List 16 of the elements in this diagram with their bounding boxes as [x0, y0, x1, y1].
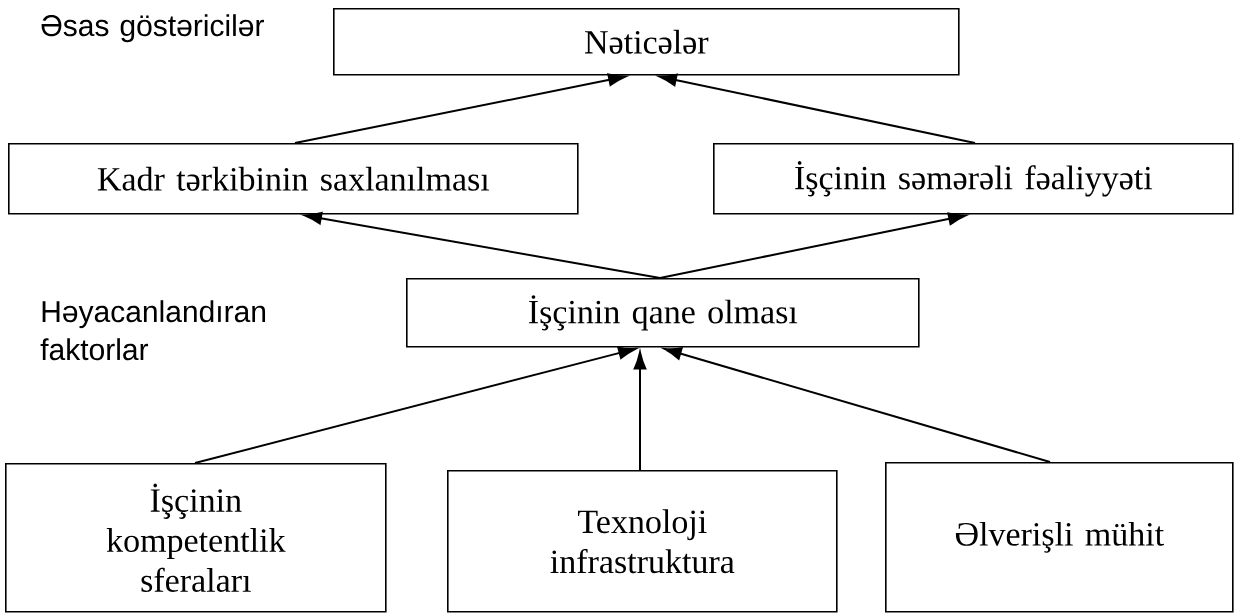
- arrow: [633, 351, 647, 471]
- level-label: Əsas göstəricilər: [41, 14, 264, 43]
- process-box: İşçinin səmərəli fəaliyyəti: [713, 143, 1234, 215]
- process-box: Kadr tərkibinin saxlanılması: [8, 143, 579, 215]
- arrow: [658, 73, 976, 144]
- arrow: [303, 211, 661, 279]
- arrow: [659, 212, 967, 279]
- level-label: Həyacanlandıran faktorlar: [40, 300, 266, 361]
- arrow: [194, 346, 637, 464]
- process-box: Əlverişli mühit: [885, 462, 1234, 613]
- process-box: İşçinin qane olması: [406, 278, 920, 348]
- arrow: [294, 73, 627, 144]
- arrow: [663, 347, 1051, 463]
- process-box: İşçinin kompetentlik sferaları: [5, 463, 387, 613]
- process-box: Nəticələr: [333, 8, 960, 76]
- process-box: Texnoloji infrastruktura: [447, 470, 838, 613]
